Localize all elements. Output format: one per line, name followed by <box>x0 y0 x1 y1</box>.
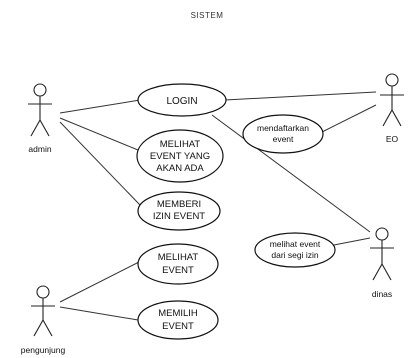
actor-pengunjung <box>31 285 55 337</box>
use-case-ellipse <box>137 300 219 340</box>
use-case-label-line: LOGIN <box>166 96 197 107</box>
use-case-label-line: EVENT <box>162 265 194 276</box>
use-case-label-line: AKAN ADA <box>156 163 204 174</box>
use-case-label-line: MEMBERI <box>157 199 201 210</box>
use-case-melihat-event-yang-akan-ada: MELIHAT EVENT YANG AKAN ADA <box>136 129 224 183</box>
assoc-melihat-event-dari-segi-izin-dinas <box>333 237 371 246</box>
use-case-label-line: mendaftarkan <box>257 123 309 133</box>
actor-leg-right <box>39 119 50 137</box>
assoc-login-dinas <box>211 114 371 233</box>
use-case-memilih-event: MEMILIH EVENT <box>137 300 219 340</box>
actor-label-admin: admin <box>28 144 51 154</box>
use-case-label-line: IZIN EVENT <box>153 211 205 222</box>
actor-dinas <box>370 227 394 281</box>
actor-label-pengunjung: pengunjung <box>21 345 66 355</box>
assoc-pengunjung-melihat-event <box>59 261 140 303</box>
use-case-melihat-event: MELIHAT EVENT <box>137 243 219 285</box>
actor-label-dinas: dinas <box>372 289 392 299</box>
assoc-admin-login <box>59 99 141 114</box>
actor-head <box>36 285 50 299</box>
use-case-label-line: melihat event <box>270 239 321 249</box>
use-case-label-line: MELIHAT <box>158 252 199 263</box>
use-case-label-line: EVENT YANG <box>150 151 210 162</box>
actor-leg-right <box>391 109 402 127</box>
actor-leg-left <box>372 263 383 281</box>
actor-head <box>385 73 399 87</box>
use-case-label-line: EVENT <box>162 321 194 332</box>
use-case-label-line: dari segi izin <box>271 250 319 260</box>
assoc-login-eo <box>224 91 377 101</box>
use-case-ellipse <box>136 129 224 183</box>
actor-leg-right <box>381 263 392 281</box>
diagram-title: SISTEM <box>191 11 224 20</box>
use-case-login: LOGIN <box>137 83 227 117</box>
actor-leg-right <box>42 319 53 337</box>
associations <box>59 91 377 321</box>
use-case-ellipse <box>254 232 336 268</box>
use-case-melihat-event-dari-segi-izin: melihat event dari segi izin <box>254 232 336 268</box>
actor-leg-left <box>30 119 41 137</box>
assoc-pengunjung-memilih-event <box>59 306 139 321</box>
actor-leg-left <box>382 109 393 127</box>
use-case-ellipse <box>242 114 324 154</box>
use-case-ellipse <box>137 191 221 231</box>
use-case-memberi-izin-event: MEMBERI IZIN EVENT <box>137 191 221 231</box>
assoc-admin-memberi-izin-event <box>59 121 141 206</box>
use-case-ellipse <box>137 83 227 117</box>
actor-eo <box>380 73 404 127</box>
actor-label-eo: EO <box>386 134 399 144</box>
actor-admin <box>28 83 52 137</box>
use-case-label-line: MELIHAT <box>160 139 201 150</box>
use-case-mendaftarkan-event: mendaftarkan event <box>242 114 324 154</box>
assoc-mendaftarkan-event-eo <box>321 104 377 133</box>
use-case-ellipse <box>137 243 219 285</box>
use-case-label-line: MEMILIH <box>158 308 198 319</box>
actor-leg-left <box>33 319 44 337</box>
assoc-admin-melihat-event-yang-akan-ada <box>59 117 139 151</box>
use-case-label-line: event <box>273 134 294 144</box>
actor-head <box>375 227 389 241</box>
actor-head <box>33 83 47 97</box>
